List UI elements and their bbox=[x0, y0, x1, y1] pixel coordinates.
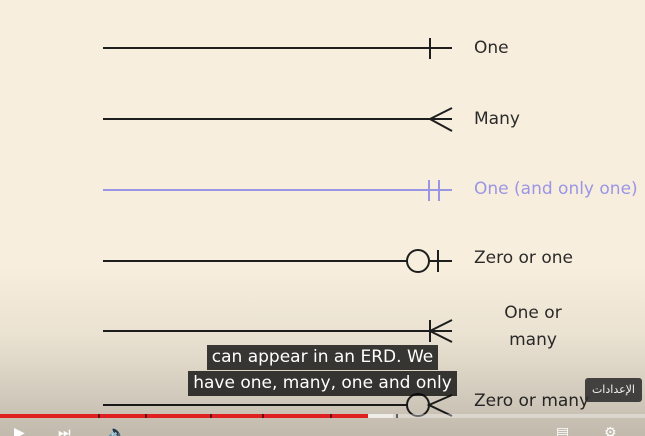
label-many: Many bbox=[474, 109, 520, 129]
settings-tooltip: الإعدادات bbox=[584, 378, 642, 402]
crows-foot bbox=[427, 107, 453, 132]
label-one-or-many: One or many bbox=[504, 303, 562, 350]
settings-icon[interactable]: ⚙ bbox=[604, 425, 617, 436]
zero-circle bbox=[406, 249, 430, 273]
play-icon[interactable]: ▶ bbox=[14, 425, 25, 436]
chapter-marker bbox=[330, 414, 332, 418]
chapter-marker bbox=[145, 414, 147, 418]
row-one-and-only-one-notation bbox=[103, 180, 452, 201]
volume-icon[interactable]: 🔈 bbox=[108, 425, 126, 436]
subtitles-icon[interactable]: ▤ bbox=[556, 425, 570, 436]
crows-foot bbox=[427, 319, 453, 343]
chapter-marker bbox=[210, 414, 212, 418]
crows-foot bbox=[426, 394, 453, 417]
caption-line-2: have one, many, one and only bbox=[188, 371, 457, 396]
chapter-marker bbox=[262, 414, 264, 418]
row-one-or-many-notation bbox=[103, 319, 453, 343]
zero-circle bbox=[406, 393, 430, 417]
progress-played bbox=[0, 414, 368, 418]
label-one: One bbox=[474, 38, 509, 58]
player-controls: ▶ ⏭ 🔈 ▤ ⚙ bbox=[0, 420, 645, 436]
chapter-marker bbox=[396, 414, 398, 418]
next-icon[interactable]: ⏭ bbox=[58, 425, 71, 436]
chapter-marker bbox=[98, 414, 100, 418]
caption-line-1: can appear in an ERD. We bbox=[206, 345, 439, 370]
label-zero-or-many: Zero or many bbox=[474, 391, 590, 411]
caption-window[interactable]: can appear in an ERD. We have one, many,… bbox=[0, 345, 645, 397]
row-many-notation bbox=[103, 107, 453, 132]
row-zero-or-one-notation bbox=[103, 249, 452, 273]
label-one-and-only-one: One (and only one) bbox=[474, 179, 638, 199]
row-zero-or-many-notation bbox=[103, 393, 453, 417]
row-one-notation bbox=[103, 38, 452, 59]
progress-bar[interactable] bbox=[0, 414, 645, 418]
label-zero-or-one: Zero or one bbox=[474, 248, 573, 268]
